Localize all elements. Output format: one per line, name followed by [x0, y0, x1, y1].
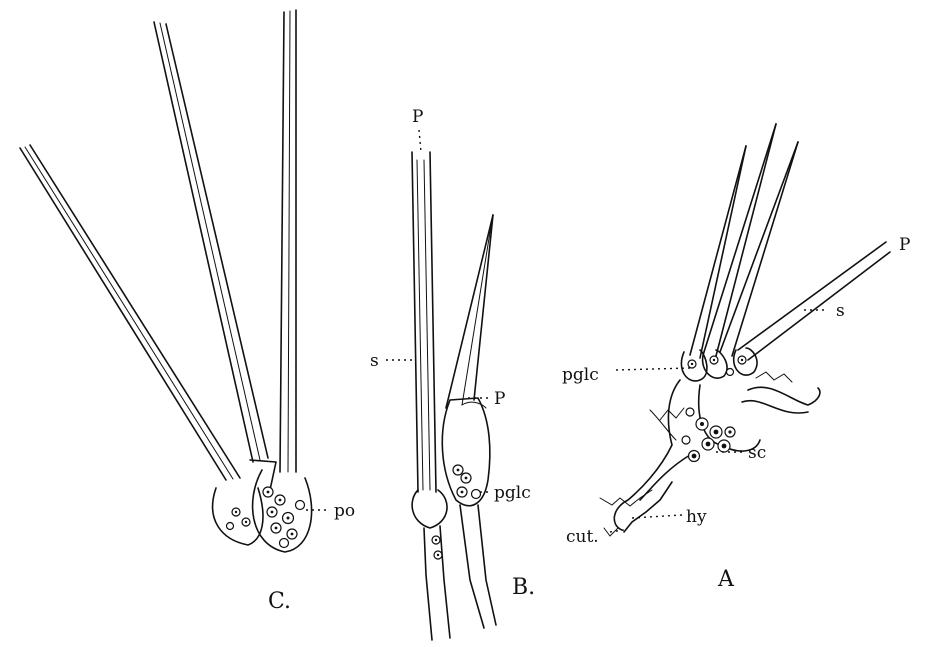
label-a-p: P — [899, 235, 910, 255]
label-b-p-mid: P — [494, 389, 505, 409]
panel-label-a: A — [717, 567, 735, 592]
label-b-s: s — [370, 351, 379, 371]
label-b-p-top: P — [412, 107, 423, 127]
label-a-cut: cut. — [566, 527, 599, 547]
label-a-s: s — [836, 301, 845, 321]
panel-label-b: B. — [512, 575, 535, 600]
panel-label-c: C. — [268, 589, 291, 614]
panel-b-drawing — [411, 151, 497, 641]
panel-c-drawing — [19, 9, 313, 553]
label-a-hy: hy — [686, 507, 707, 527]
label-b-pglc: pglc — [494, 483, 531, 503]
label-a-sc: sc — [748, 443, 766, 463]
label-a-pglc: pglc — [562, 365, 599, 385]
leader-lines — [306, 129, 828, 533]
panel-a-drawing — [599, 123, 891, 537]
label-c-po: po — [334, 501, 355, 521]
